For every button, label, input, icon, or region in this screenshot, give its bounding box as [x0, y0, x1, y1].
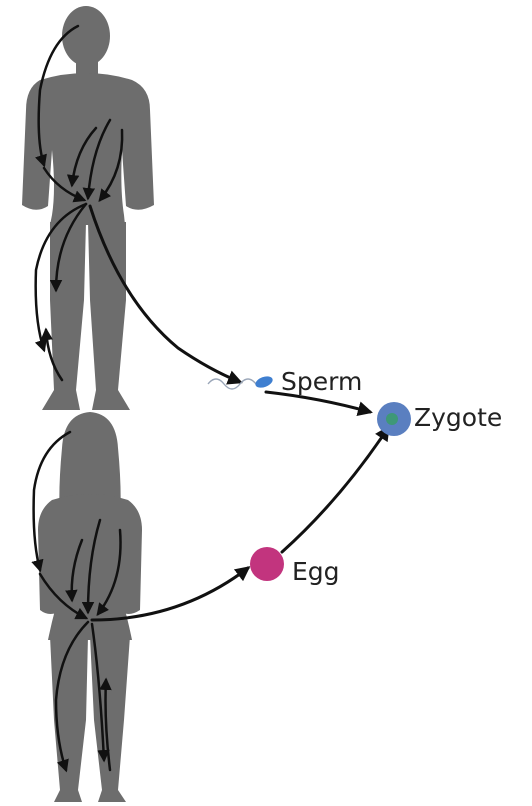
male-right-leg: [88, 222, 130, 410]
zygote-label: Zygote: [414, 403, 502, 432]
egg-label: Egg: [292, 557, 340, 586]
male-torso: [22, 73, 154, 225]
zygote-cell: [377, 402, 411, 436]
egg-to-zygote-arrow: [282, 428, 388, 552]
male-figure: [22, 6, 154, 410]
sperm-cell: [208, 374, 274, 390]
sperm-label: Sperm: [281, 367, 362, 396]
female-figure: [38, 412, 142, 802]
zygote-nucleus: [386, 413, 398, 425]
male-left-leg: [42, 222, 86, 410]
sperm-tail: [208, 379, 256, 389]
egg-cell: [250, 547, 284, 581]
male-head: [62, 6, 110, 66]
sperm-head: [254, 374, 274, 390]
